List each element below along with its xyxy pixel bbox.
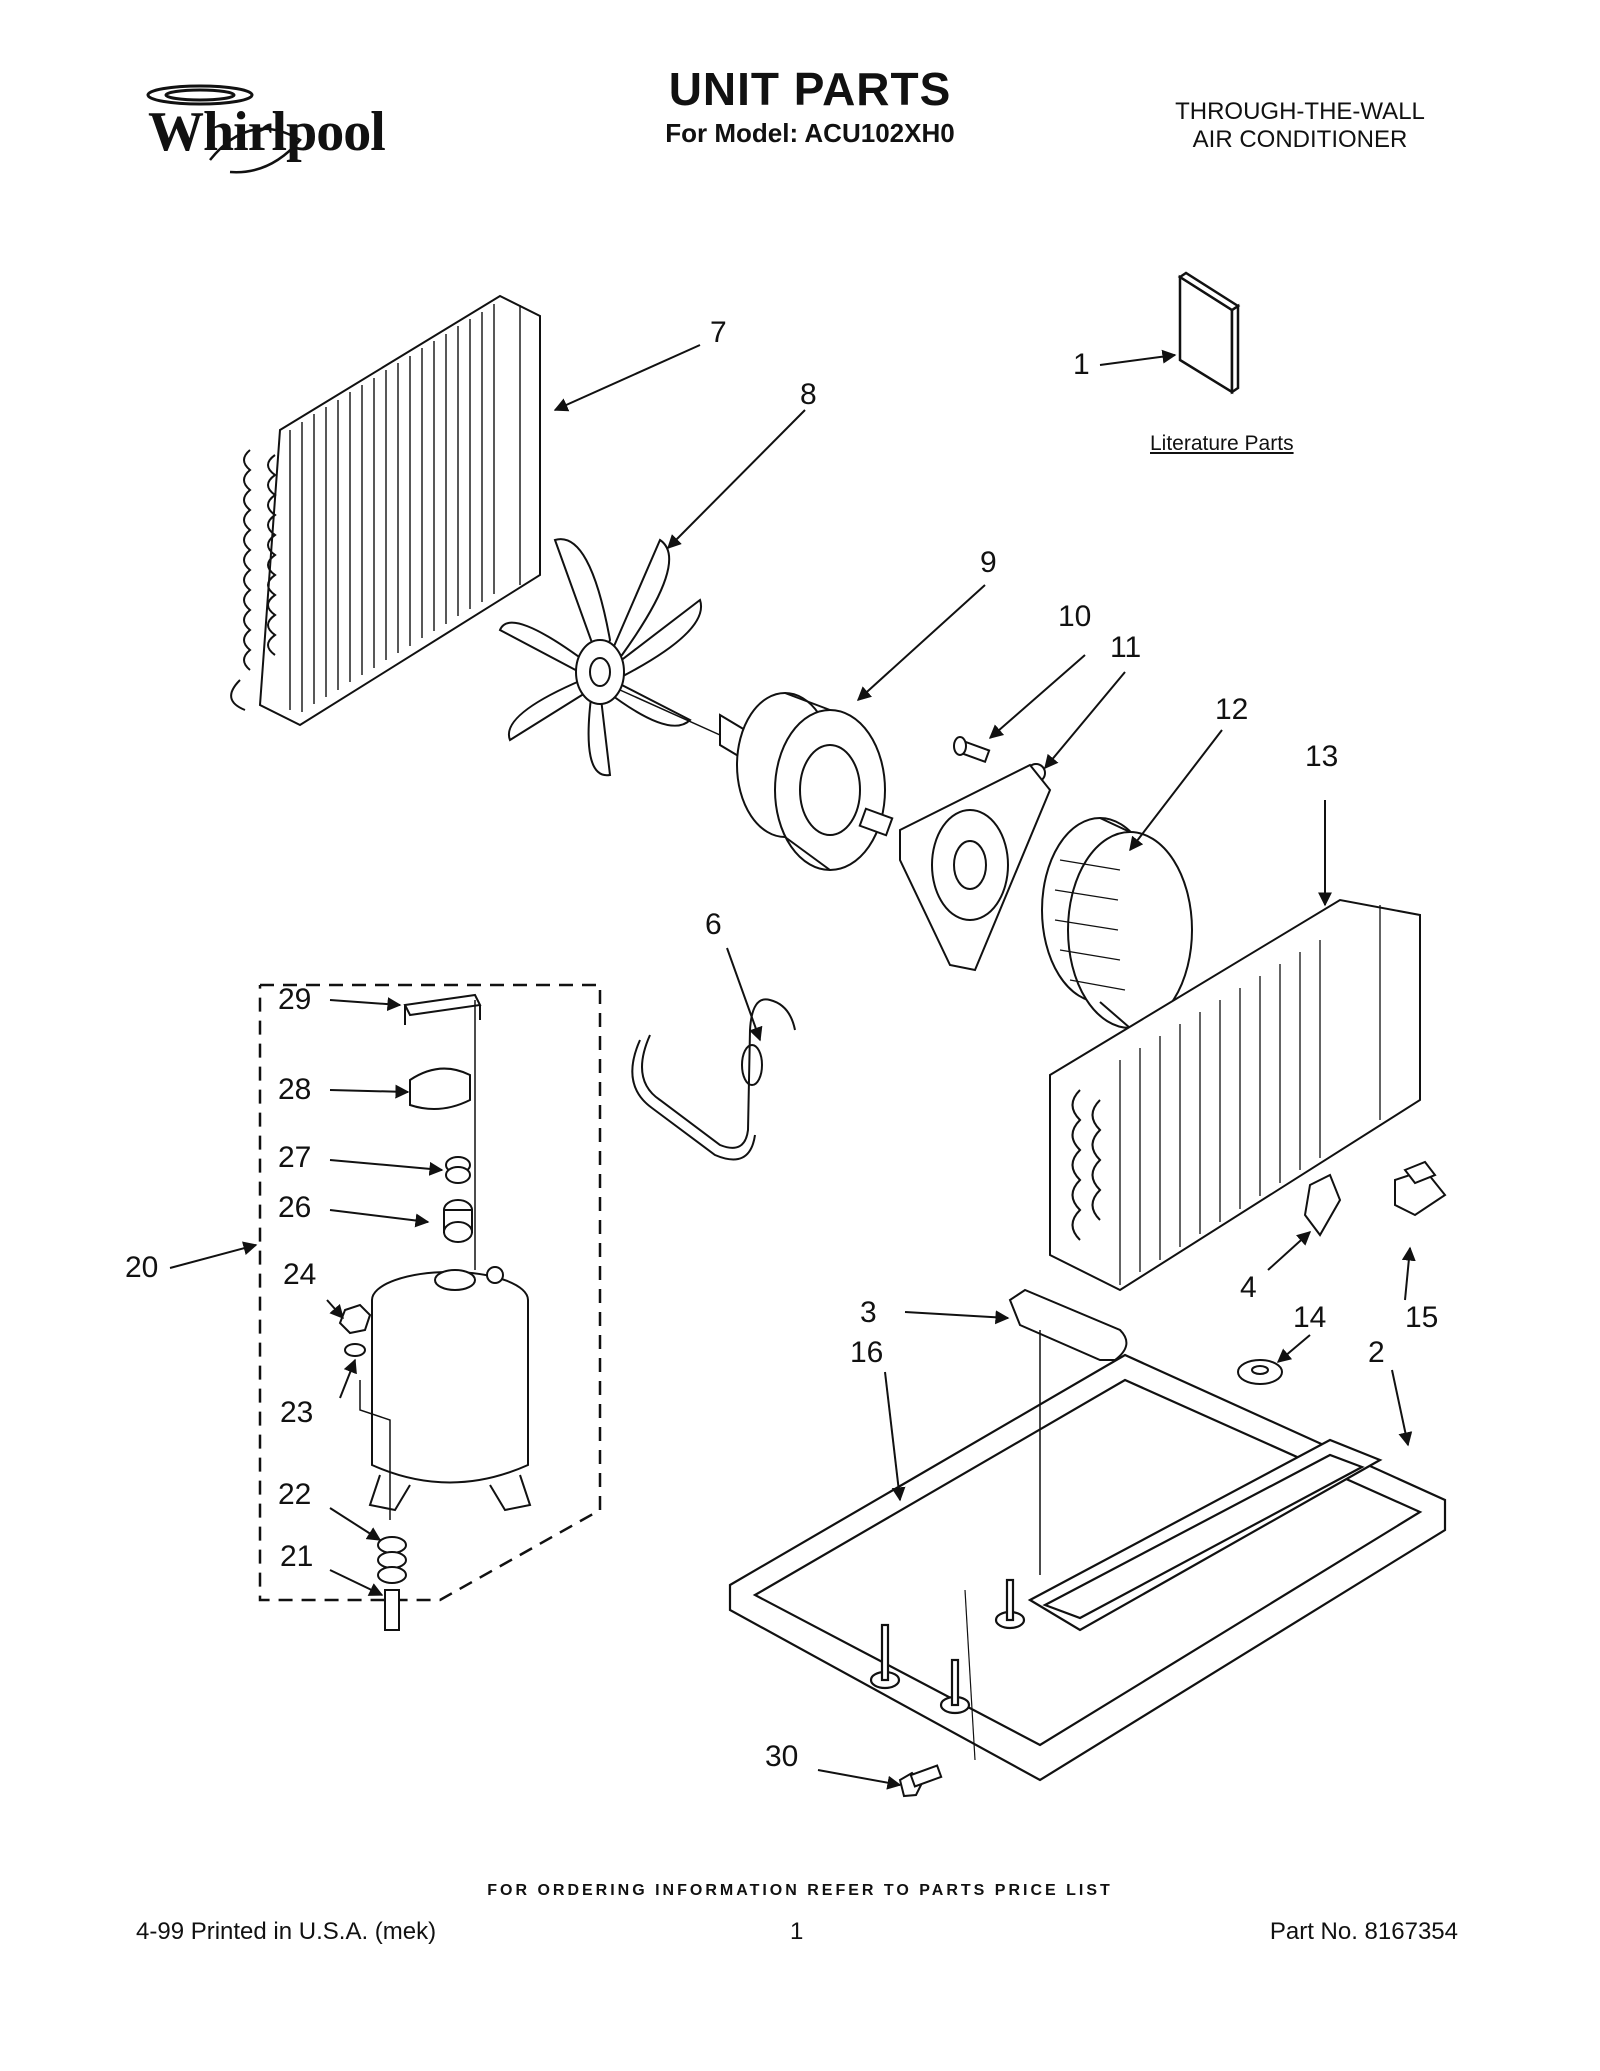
compressor-kit-outline — [258, 983, 602, 1602]
thermistor-clip — [1303, 1173, 1342, 1237]
callout-28: 28 — [278, 1073, 312, 1106]
callout-22: 22 — [278, 1478, 312, 1511]
callout-14: 14 — [1293, 1301, 1327, 1334]
callout-12: 12 — [1215, 693, 1249, 726]
callout-20: 20 — [125, 1251, 159, 1284]
ordering-note: FOR ORDERING INFORMATION REFER TO PARTS … — [487, 1882, 1113, 1899]
callout-26: 26 — [278, 1191, 312, 1224]
compressor-kit-parts — [338, 993, 532, 1631]
callout-13: 13 — [1305, 740, 1339, 773]
print-info: 4-99 Printed in U.S.A. (mek) — [136, 1918, 437, 1945]
condenser-coil — [230, 294, 541, 727]
base-pan — [728, 1353, 1447, 1782]
spring-clip — [631, 998, 796, 1161]
unit-type: THROUGH-THE-WALL AIR CONDITIONER — [1150, 98, 1450, 154]
callout-11: 11 — [1110, 631, 1142, 664]
page-title: UNIT PARTS — [668, 63, 952, 115]
callout-leader-lines — [169, 344, 1416, 1790]
callout-27: 27 — [278, 1141, 312, 1174]
part-number: Part No. 8167354 — [1269, 1918, 1458, 1945]
base-screw — [898, 1764, 943, 1798]
literature-booklet — [1177, 271, 1241, 395]
page-number: 1 — [790, 1918, 804, 1945]
evaporator-coil — [1049, 898, 1421, 1292]
callout-8: 8 — [800, 378, 817, 411]
whirlpool-swirl-logo — [146, 84, 302, 174]
callout-1: 1 — [1073, 348, 1090, 381]
callout-3: 3 — [860, 1296, 877, 1329]
callout-21: 21 — [280, 1540, 314, 1573]
callout-23: 23 — [280, 1396, 314, 1429]
condenser-fan-blade — [498, 538, 703, 777]
literature-parts-label: Literature Parts — [1150, 432, 1294, 455]
foam-seal-strip — [1008, 1288, 1128, 1361]
model-line: For Model: ACU102XH0 — [665, 118, 955, 148]
callout-6: 6 — [705, 908, 722, 941]
callout-7: 7 — [710, 316, 727, 349]
mounting-screw — [953, 736, 991, 764]
unit-type-line2: AIR CONDITIONER — [1192, 126, 1408, 153]
unit-type-line1: THROUGH-THE-WALL — [1175, 98, 1425, 125]
callout-30: 30 — [765, 1740, 799, 1773]
callout-29: 29 — [278, 983, 312, 1016]
fan-motor — [719, 692, 894, 871]
callout-24: 24 — [283, 1258, 317, 1291]
callout-2: 2 — [1368, 1336, 1385, 1369]
callout-10: 10 — [1058, 600, 1092, 633]
callout-9: 9 — [980, 546, 997, 579]
callout-16: 16 — [850, 1336, 884, 1369]
blower-wheel — [1041, 817, 1193, 1029]
callout-4: 4 — [1240, 1271, 1257, 1304]
callout-15: 15 — [1405, 1301, 1439, 1334]
rubber-grommet — [1237, 1359, 1283, 1385]
whirlpool-logo-text: Whirlpool — [148, 101, 386, 163]
support-clip — [1394, 1160, 1447, 1217]
motor-mount-bracket — [899, 763, 1052, 972]
